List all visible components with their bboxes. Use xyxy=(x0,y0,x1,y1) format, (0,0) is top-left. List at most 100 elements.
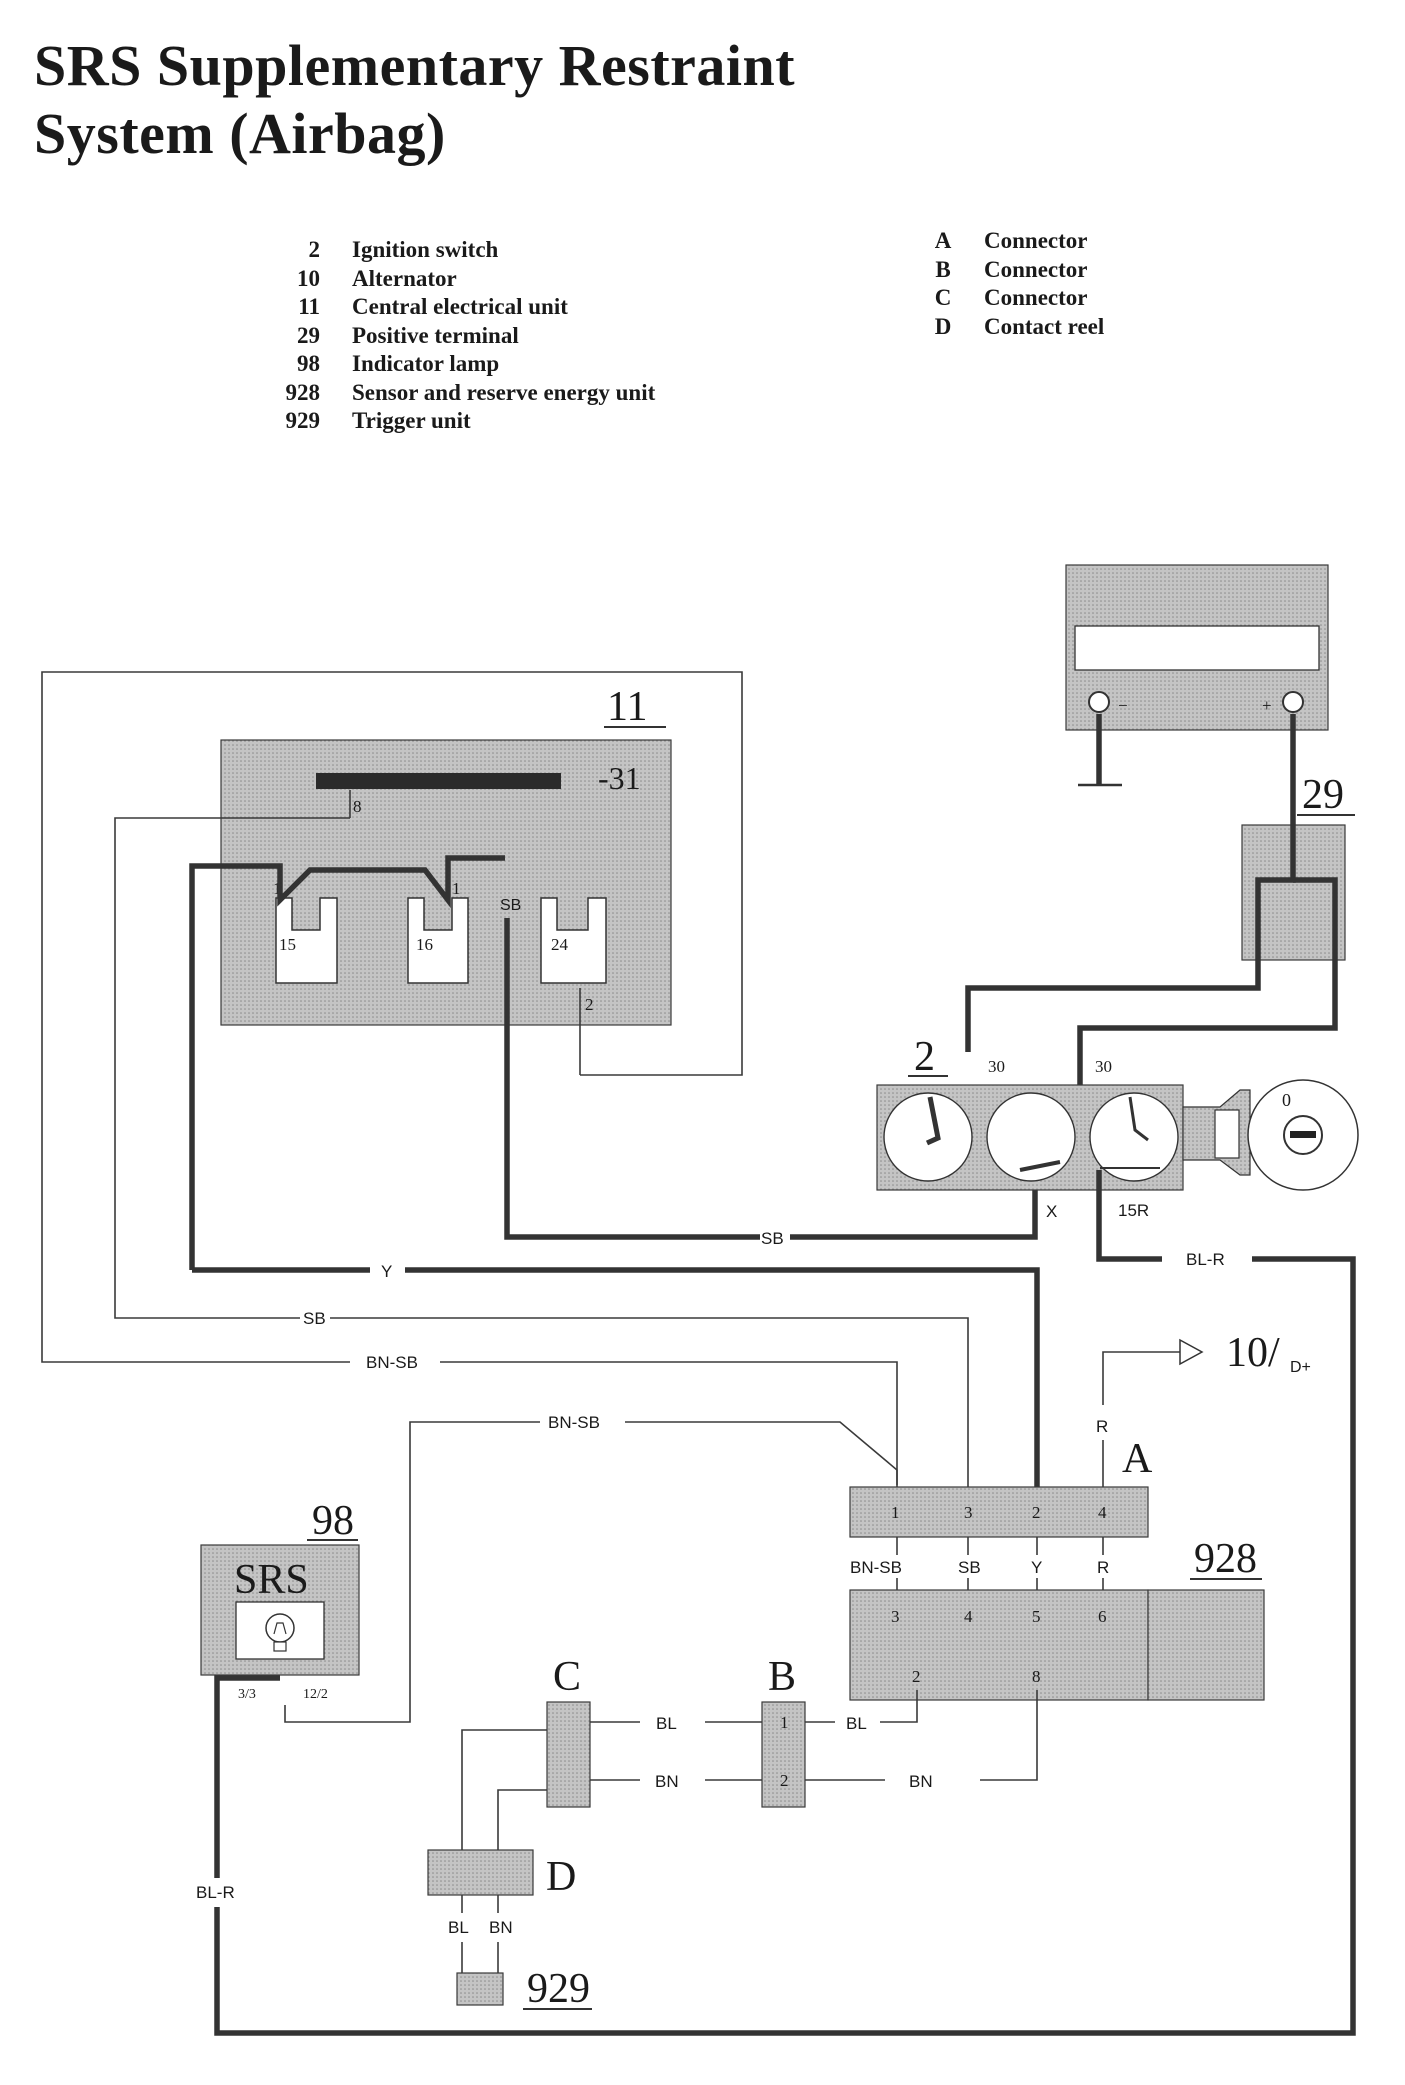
wire-bl-928 xyxy=(880,1690,918,1723)
indicator-lamp: 98 SRS 3/3 12/2 xyxy=(200,1498,360,1702)
sensor-pin-6: 6 xyxy=(1098,1607,1107,1626)
contact-1 xyxy=(883,1092,973,1182)
b-pin-2: 2 xyxy=(780,1771,789,1790)
legend-desc: Positive terminal xyxy=(352,322,519,348)
sensor-pin-5: 5 xyxy=(1032,1607,1041,1626)
alternator-sub: D+ xyxy=(1290,1359,1311,1376)
sensor-module xyxy=(1147,1589,1265,1701)
wire-label-bn-cb: BN xyxy=(655,1772,679,1791)
wire-30-b xyxy=(1077,877,1338,1085)
ignition-switch: 2 30 30 0 X 15R xyxy=(876,1034,1359,1221)
legend-key: B xyxy=(935,256,951,282)
fuse-24-label: 24 xyxy=(551,935,569,954)
a-pin-1: 1 xyxy=(891,1503,900,1522)
legend-key: D xyxy=(934,313,952,339)
cu-pin-sb: SB xyxy=(500,897,521,914)
ground-label: -31 xyxy=(598,760,641,796)
lamp-pin-right: 12/2 xyxy=(303,1687,328,1702)
wire-label-sb-8: SB xyxy=(303,1309,326,1328)
key-slot-icon xyxy=(1290,1131,1316,1138)
connector-c: C xyxy=(546,1654,591,1808)
alternator-ref: 10/ xyxy=(1226,1330,1280,1376)
wire-y-right xyxy=(405,1267,1040,1487)
contact-reel-body xyxy=(427,1849,534,1896)
cu-pin-8: 8 xyxy=(353,797,362,816)
legend-num: 2 xyxy=(308,237,321,262)
wire-bl-r-top-left xyxy=(1096,1170,1162,1262)
wire-label-d-bn: BN xyxy=(489,1918,513,1937)
wire-label-bl-b928: BL xyxy=(846,1714,867,1733)
wire-label-bn-sb-top: BN-SB xyxy=(366,1353,418,1372)
a-pin-3: 3 xyxy=(964,1503,973,1522)
lamp-text: SRS xyxy=(234,1557,309,1603)
wire-label-a-sb: SB xyxy=(958,1558,981,1577)
legend-desc: Connector xyxy=(984,285,1088,310)
ground-bar xyxy=(316,773,561,789)
wire-label-y: Y xyxy=(381,1262,392,1281)
legend-item: 29 Positive terminal xyxy=(270,322,655,351)
b-pin-1: 1 xyxy=(780,1713,789,1732)
bulb-base-icon xyxy=(273,1641,287,1652)
legend-num: 929 xyxy=(285,408,321,433)
legend-desc: Alternator xyxy=(352,265,457,291)
wire-label-bl-r-left: BL-R xyxy=(196,1883,235,1902)
trigger-body xyxy=(456,1972,504,2006)
neg-sign: − xyxy=(1118,696,1128,715)
ignition-id: 2 xyxy=(914,1034,935,1080)
sensor-pin-2: 2 xyxy=(912,1667,921,1686)
cu-pin-1b: 1 xyxy=(452,879,461,898)
legend-desc: Indicator lamp xyxy=(352,351,500,376)
ignition-contact-arm xyxy=(1019,1160,1061,1172)
wire-bl-r-loop xyxy=(214,1256,1356,2036)
ignition-contact-arm2 xyxy=(1128,1096,1149,1142)
fuse-15-label: 15 xyxy=(279,935,296,954)
wire-sb-pin8 xyxy=(114,817,350,1319)
legend-num: 11 xyxy=(298,294,320,319)
connector-a: A 1 3 2 4 xyxy=(849,1436,1153,1590)
wire-label-a-r: R xyxy=(1097,1558,1109,1577)
wire-label-sb-ign: SB xyxy=(761,1229,784,1248)
legend-desc: Connector xyxy=(984,256,1088,282)
wire-label-bl-cb: BL xyxy=(656,1714,677,1733)
legend-item: D Contact reel xyxy=(930,313,1105,342)
connector-a-body xyxy=(849,1486,1149,1538)
neg-terminal xyxy=(1088,691,1110,713)
wire-label-a-y: Y xyxy=(1031,1558,1042,1577)
trigger-unit: 929 xyxy=(456,1966,592,2012)
cu-internal-feed xyxy=(189,855,505,1270)
legend-num: 29 xyxy=(297,322,320,348)
wire-sb-cu xyxy=(504,918,760,1240)
ignition-contact-link xyxy=(925,1096,941,1146)
legend-desc: Contact reel xyxy=(984,313,1105,339)
sensor-body xyxy=(849,1589,1149,1701)
arrow-icon xyxy=(1179,1338,1204,1366)
legend-key: C xyxy=(934,285,952,310)
positive-terminal: 29 xyxy=(965,714,1355,1085)
wire-bn-928 xyxy=(980,1690,1038,1781)
title-line-1: SRS Supplementary Restraint xyxy=(34,33,796,98)
fuse-16-label: 16 xyxy=(416,935,433,954)
legend-desc: Connector xyxy=(984,228,1088,253)
wire-label-d-bl: BL xyxy=(448,1918,469,1937)
connector-c-body xyxy=(546,1701,591,1808)
wire-bn-sb-lamp-left xyxy=(284,1421,540,1723)
diagram-title: SRS Supplementary Restraint System (Airb… xyxy=(34,32,795,168)
wire-bn-cd xyxy=(497,1789,547,1850)
key-mark-0: 0 xyxy=(1282,1090,1291,1110)
contact-reel-id: D xyxy=(546,1854,576,1900)
lamp-id: 98 xyxy=(312,1498,354,1544)
legend-num: 10 xyxy=(297,265,320,291)
fuse-16-holder xyxy=(407,897,469,984)
wire-r-alt xyxy=(1102,1351,1180,1405)
trigger-id: 929 xyxy=(527,1966,590,2012)
wire-sb-ign xyxy=(790,1180,1038,1240)
sensor-928: 928 3 4 5 6 2 8 xyxy=(849,1536,1265,1701)
alternator-ref: 10/ D+ xyxy=(1102,1330,1311,1487)
connector-a-id: A xyxy=(1122,1436,1153,1482)
key-window xyxy=(1214,1109,1240,1159)
wire-label-bn-b928: BN xyxy=(909,1772,933,1791)
